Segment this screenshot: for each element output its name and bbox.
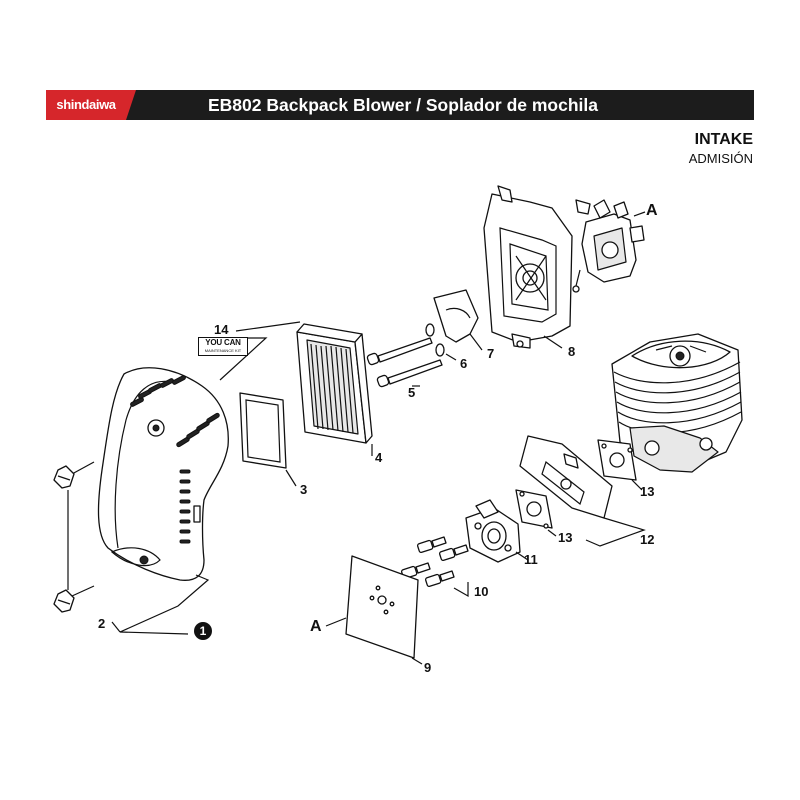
- part-pre-filter: [239, 392, 287, 469]
- part-bracket: [433, 289, 479, 343]
- maintenance-kit-badge: YOU CAN MAINTENANCE KIT: [198, 337, 248, 356]
- part-intake-manifold: [465, 499, 521, 563]
- kit-badge-sub-text: MAINTENANCE KIT: [204, 348, 242, 353]
- callout-part-11: 11: [524, 552, 538, 567]
- callout-part-7: 7: [487, 346, 495, 361]
- reference-a-upper: A: [646, 202, 658, 219]
- part-filter-element: [296, 323, 373, 444]
- callout-part-10: 10: [474, 584, 489, 599]
- brand-logo-slash: [126, 90, 136, 120]
- reference-a-lower: A: [310, 618, 322, 635]
- part-gasket-upper: [597, 439, 637, 481]
- callout-part-8: 8: [568, 344, 576, 359]
- callout-part-13-upper: 13: [640, 484, 655, 499]
- callout-part-13-lower: 13: [558, 530, 573, 545]
- part-knob-lower: [53, 585, 95, 613]
- callout-part-6: 6: [460, 356, 468, 371]
- part-gasket-lower: [515, 489, 553, 529]
- section-subtitle: ADMISIÓN: [688, 151, 753, 166]
- page-title: EB802 Backpack Blower / Soplador de moch…: [208, 95, 598, 115]
- part-washer: [425, 323, 445, 357]
- leader-lines: [111, 211, 646, 665]
- part-gasket-plate: [345, 555, 419, 659]
- callout-part-2: 2: [98, 616, 106, 631]
- callout-part-12: 12: [640, 532, 655, 547]
- part-air-cleaner-base: [483, 185, 573, 349]
- brand-logo: shindaiwa: [46, 90, 126, 120]
- callout-part-9: 9: [424, 660, 432, 675]
- section-title: INTAKE: [694, 131, 753, 148]
- part-insulator-plate: [519, 435, 613, 519]
- kit-badge-main-text: YOU CAN: [205, 338, 241, 347]
- part-carburetor: [572, 199, 645, 293]
- part-bolt-long: [366, 337, 433, 366]
- part-knob-upper: [53, 461, 95, 489]
- callout-part-4: 4: [375, 450, 383, 465]
- header-bar: shindaiwa EB802 Backpack Blower / Soplad…: [46, 90, 754, 120]
- callout-part-5: 5: [408, 385, 416, 400]
- part-bolt-short: [376, 359, 443, 388]
- callout-part-1: 1: [194, 622, 212, 640]
- callout-part-14: 14: [214, 322, 229, 337]
- part-cylinder: [611, 333, 743, 473]
- callout-part-3: 3: [300, 482, 308, 497]
- part-air-cleaner-cover: [97, 367, 229, 581]
